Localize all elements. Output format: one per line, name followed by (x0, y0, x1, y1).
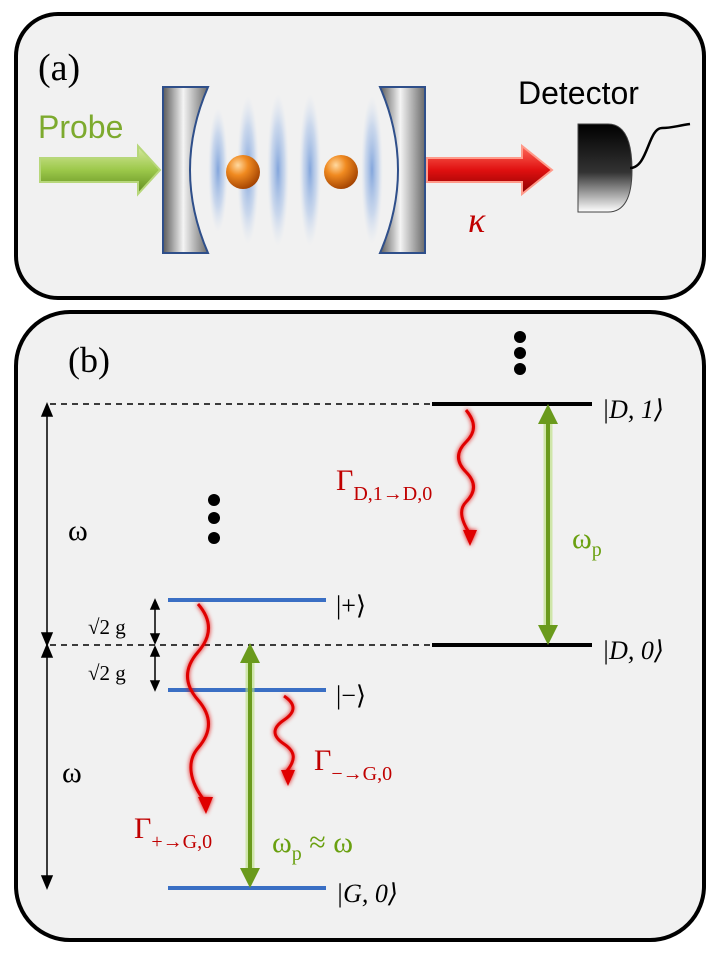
right-mirror (378, 86, 426, 254)
coupling-label-lower: √2 g (88, 661, 126, 685)
gamma-minus-label: Γ−→G,0 (314, 744, 392, 785)
coupling-label-upper: √2 g (88, 615, 126, 639)
atom-left (226, 155, 260, 189)
state-label-d1: |D, 1⟩ (602, 395, 664, 424)
probe-transition-d (538, 404, 558, 645)
state-label-minus: |−⟩ (336, 681, 366, 710)
decay-arrow-d (457, 409, 477, 546)
gamma-plus-label: Γ+→G,0 (134, 812, 212, 853)
splitting-arrow-lower (149, 645, 161, 692)
gamma-minus-main: Γ (314, 744, 331, 777)
output-arrow (426, 143, 554, 197)
probe-transition-resonant (240, 643, 260, 888)
omega-arrow-upper (40, 402, 54, 647)
detector-icon (577, 122, 691, 213)
atom-right (324, 155, 358, 189)
kappa-label: κ (468, 200, 486, 240)
continuation-dots-upper (514, 331, 526, 375)
omega-p-label: ωp (572, 522, 602, 561)
resonance-sub: p (292, 843, 302, 865)
gamma-minus-sub: −→G,0 (331, 763, 392, 785)
splitting-arrow-upper (149, 598, 161, 645)
state-label-d0: |D, 0⟩ (602, 636, 664, 665)
resonance-label: ωp ≈ ω (272, 826, 353, 865)
omega-label-lower: ω (62, 756, 82, 789)
resonance-tail: ≈ ω (302, 826, 353, 859)
gamma-d-label: ΓD,1→D,0 (336, 464, 432, 505)
gamma-plus-sub: +→G,0 (151, 831, 212, 853)
detector-label: Detector (518, 75, 639, 111)
gamma-d-main: Γ (336, 464, 353, 497)
panel-b-label: (b) (68, 340, 110, 380)
state-label-plus: |+⟩ (336, 591, 366, 620)
panel-b (14, 310, 706, 942)
probe-arrow (39, 143, 162, 197)
omega-arrow-lower (40, 643, 54, 890)
decay-arrow-minus (273, 694, 295, 786)
state-label-g0: |G, 0⟩ (336, 879, 398, 908)
panel-a-label: (a) (38, 47, 80, 89)
cavity-mode (208, 94, 383, 246)
gamma-d-sub: D,1→D,0 (353, 483, 432, 505)
omega-label-upper: ω (68, 514, 88, 547)
omega-p-main: ω (572, 522, 592, 555)
probe-label: Probe (38, 109, 123, 145)
continuation-dots-lower (208, 494, 220, 544)
omega-p-sub: p (592, 539, 602, 561)
left-mirror (162, 86, 210, 254)
resonance-main: ω (272, 826, 292, 859)
gamma-plus-main: Γ (134, 812, 151, 845)
decay-arrow-plus (186, 603, 213, 814)
